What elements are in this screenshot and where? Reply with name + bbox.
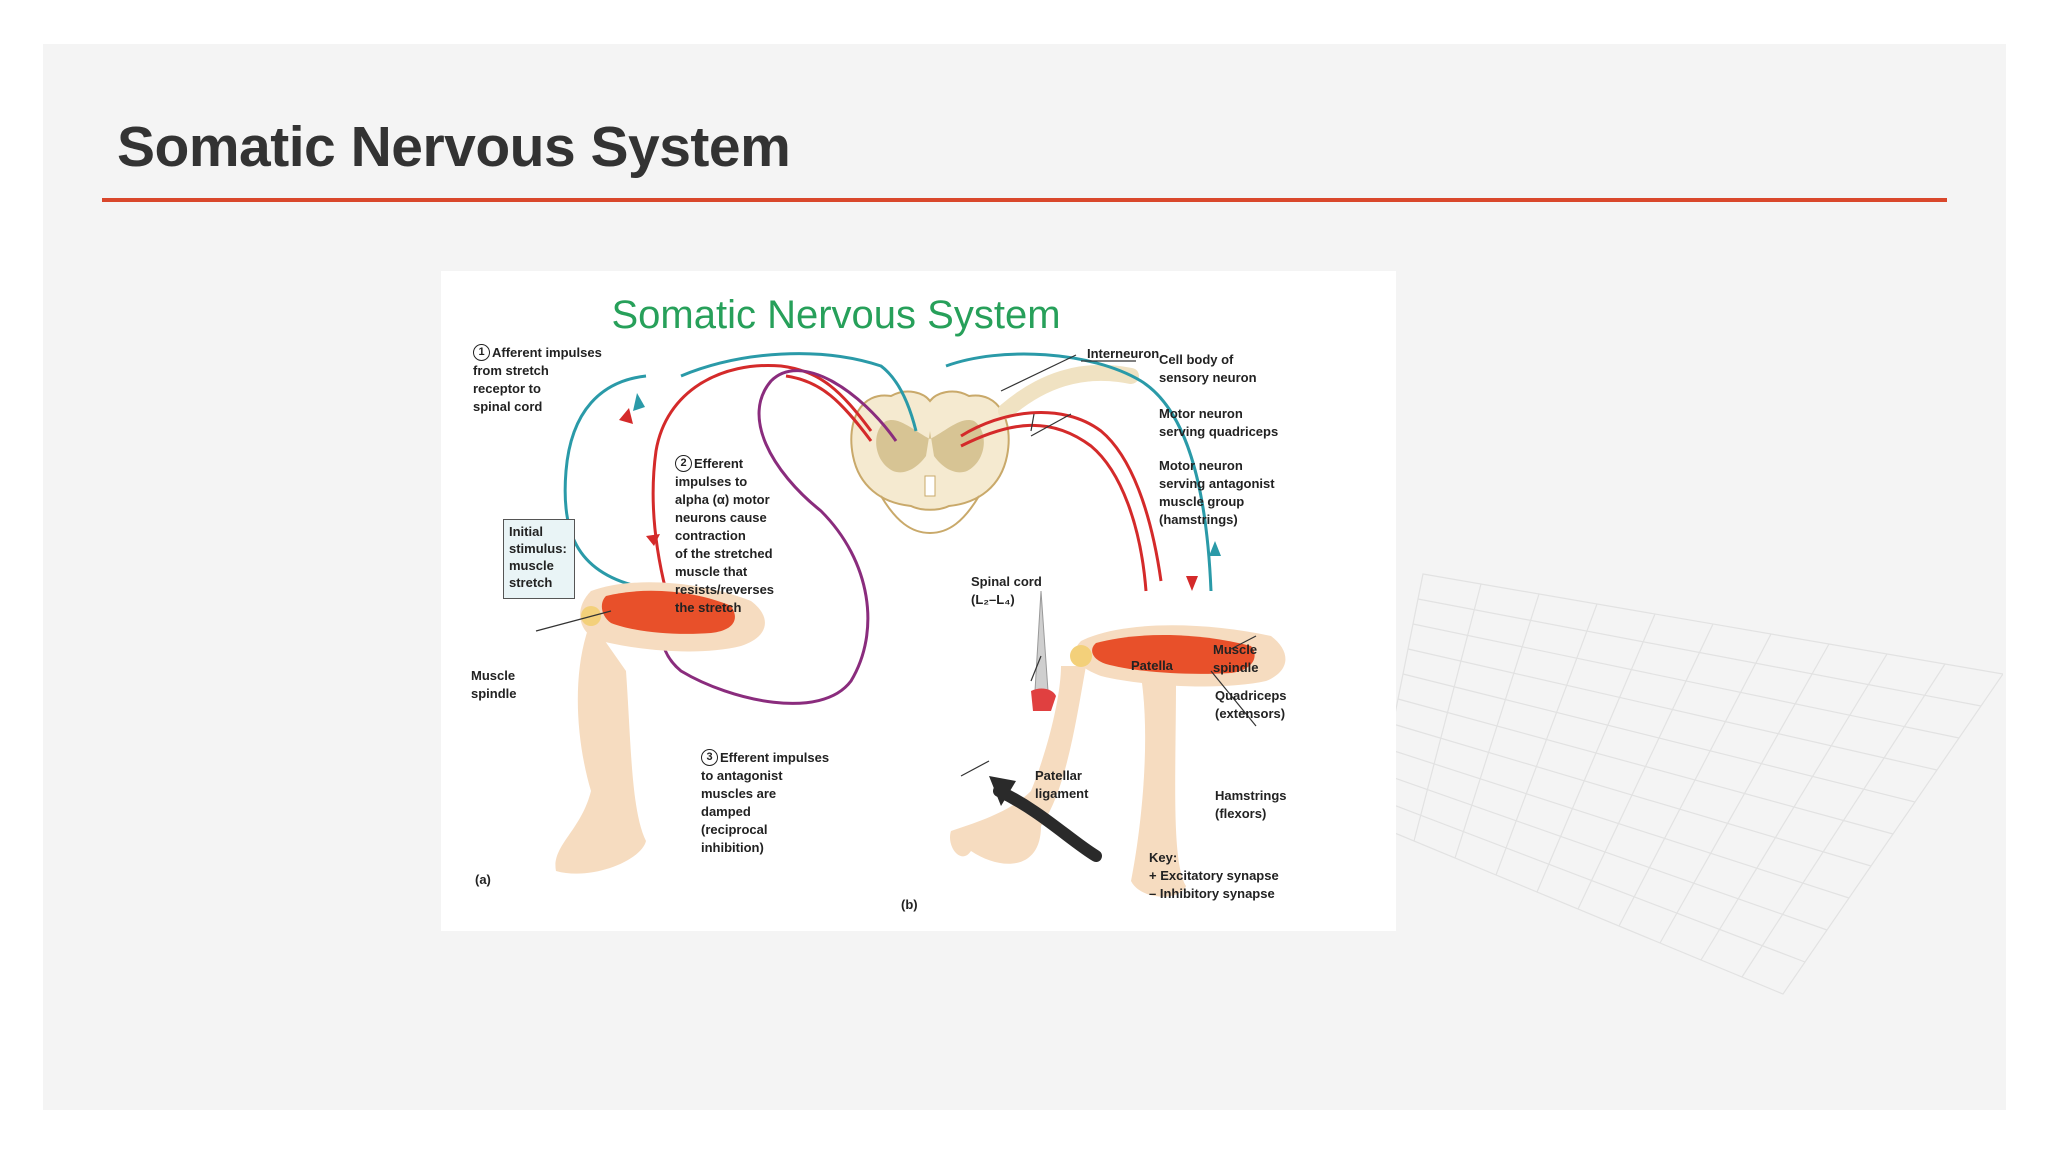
- decorative-grid: [1372, 573, 2003, 995]
- efferent-path-left: [651, 363, 873, 592]
- afferent-path-top: [680, 352, 918, 432]
- muscle-spindle-left-label: Muscle spindle: [471, 668, 517, 701]
- hamstrings-label: Hamstrings (flexors): [1215, 788, 1287, 821]
- inhibition-path: [660, 369, 898, 705]
- reflex-illustration: [535, 352, 1286, 897]
- quadriceps-label: Quadriceps (extensors): [1215, 688, 1287, 721]
- step2-number: 2: [675, 455, 692, 472]
- slide-title: Somatic Nervous System: [117, 115, 791, 179]
- afferent-path-right: [945, 352, 1213, 592]
- efferent-path-right: [960, 411, 1163, 582]
- patellar-ligament-label: Patellar ligament: [1035, 768, 1089, 801]
- motor-quadriceps-label: Motor neuron serving quadriceps: [1159, 406, 1279, 439]
- right-leg-figure: [950, 590, 1286, 897]
- step2-text: Efferent impulses to alpha (α) motor neu…: [675, 456, 775, 615]
- slide: Somatic Nervous System: [43, 44, 2006, 1110]
- panel-a-label: (a): [475, 872, 491, 887]
- initial-stimulus-label: Initial stimulus: muscle stretch: [509, 524, 567, 590]
- patella-label: Patella: [1131, 658, 1173, 673]
- step1-text: Afferent impulses from stretch receptor …: [473, 345, 602, 414]
- interneuron-label: Interneuron: [1087, 346, 1160, 361]
- step1-number: 1: [473, 344, 490, 361]
- key-legend: Key: + Excitatory synapse – Inhibitory s…: [1149, 850, 1279, 901]
- spinal-cord-label: Spinal cord (L₂–L₄): [971, 574, 1042, 607]
- muscle-spindle-right-label: Muscle spindle: [1213, 642, 1259, 675]
- initial-stimulus-box: Initial stimulus: muscle stretch: [503, 519, 575, 599]
- spinal-cord-section: [850, 365, 1139, 535]
- title-underline: [102, 198, 1947, 202]
- figure-title: Somatic Nervous System: [611, 293, 1061, 337]
- step3-number: 3: [701, 749, 718, 766]
- afferent-path-left: [563, 374, 647, 588]
- panel-b-label: (b): [901, 897, 918, 912]
- motor-antagonist-label: Motor neuron serving antagonist muscle g…: [1159, 458, 1275, 527]
- cell-body-label: Cell body of sensory neuron: [1159, 352, 1257, 385]
- step3-text: Efferent impulses to antagonist muscles …: [701, 750, 830, 855]
